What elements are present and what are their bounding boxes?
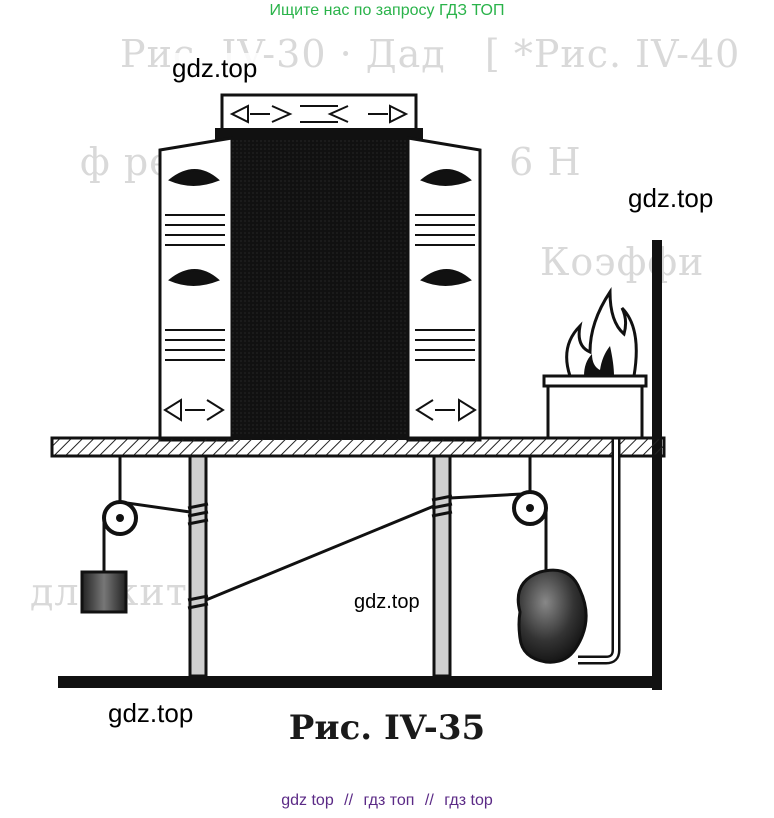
sandbag [516,568,588,664]
watermark: gdz.top [352,590,422,614]
left-pulley [102,455,191,572]
rope-windings [187,494,453,610]
right-pulley [449,455,548,585]
bottom-links: gdz top // гдз топ // гдз top [0,792,774,810]
watermark: gdz.top [626,183,716,213]
promo-banner[interactable]: Ищите нас по запросу ГДЗ ТОП [269,2,505,19]
right-axle [432,454,452,678]
right-wall [652,240,662,690]
watermark: gdz.top [170,53,260,83]
bleed-through-text: Коэффи [540,240,705,284]
flame-icon [565,287,638,378]
left-axle [188,454,208,678]
screen-cabinet [158,93,482,442]
bottom-link[interactable]: gdz top [281,792,334,809]
burner [542,287,648,440]
table-top [50,436,666,458]
bottom-link[interactable]: гдз top [444,792,493,809]
separator: // [424,792,434,809]
watermark: gdz.top [106,698,196,728]
floor [58,676,662,688]
hanging-weight [80,570,128,614]
connecting-rope [205,504,435,602]
separator: // [344,792,354,809]
figure-caption: Рис. IV-35 [288,708,486,748]
bottom-link[interactable]: гдз топ [363,792,415,809]
